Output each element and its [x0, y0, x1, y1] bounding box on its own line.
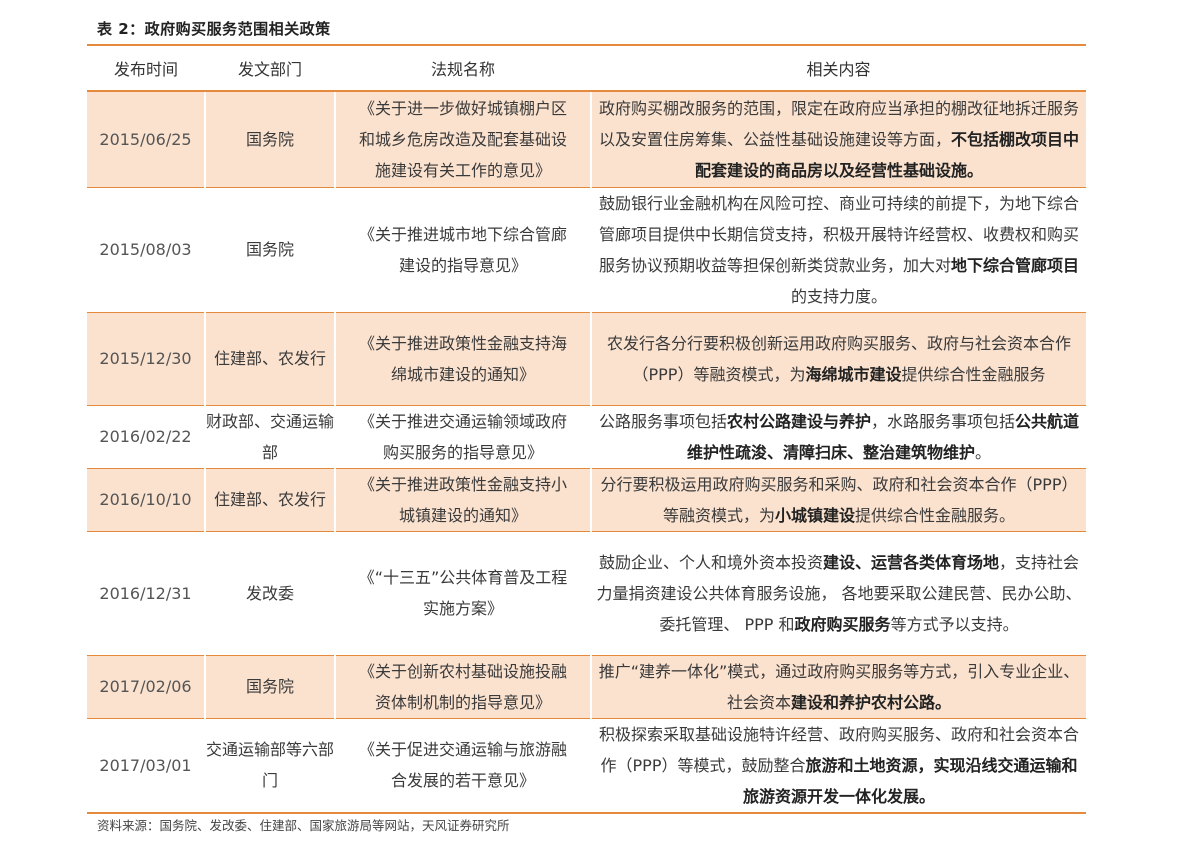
header-date: 发布时间 [87, 46, 205, 92]
emphasized-text: 地下综合管廊项目 [951, 255, 1080, 275]
issuing-department-cell: 住建部、农发行 [204, 312, 335, 406]
table-caption: 表 2：政府购买服务范围相关政策 [97, 20, 331, 38]
related-content-cell: 鼓励银行业金融机构在风险可控、商业可持续的前提下，为地下综合管廊项目提供中长期信… [590, 187, 1086, 313]
emphasized-text: 旅游和土地资源，实现沿线交通运输和旅游资源开发一体化发展。 [742, 755, 1078, 806]
emphasized-text: 海绵城市建设 [805, 364, 902, 384]
content-text: 提供综合性金融服务 [901, 364, 1046, 384]
related-content-cell: 政府购买棚改服务的范围，限定在政府应当承担的棚改征地拆迁服务以及安置住房筹集、公… [590, 91, 1086, 188]
content-text: 的支持力度。 [790, 286, 887, 306]
content-text: 推广“建养一体化”模式，通过政府购买服务等方式，引入专业企业、社会资本 [598, 661, 1080, 712]
emphasized-text: 政府购买服务 [794, 614, 891, 634]
header-content: 相关内容 [591, 46, 1086, 92]
emphasized-text: 不包括棚改项目中配套建设的商品房以及经营性基础设施。 [694, 129, 1080, 180]
content-text: 。 [975, 442, 992, 462]
content-text: 分行要积极运用政府购买服务和采购、政府和社会资本合作（PPP）等融资模式，为 [600, 474, 1078, 525]
regulation-name-cell: 《关于创新农村基础设施投融资体制机制的指导意见》 [334, 655, 591, 719]
issuing-department-cell: 国务院 [204, 187, 335, 313]
related-content-cell: 农发行各分行要积极创新运用政府购买服务、政府与社会资本合作（PPP）等融资模式，… [590, 312, 1086, 406]
source-note: 资料来源：国务院、发改委、住建部、国家旅游局等网站，天风证券研究所 [97, 818, 510, 833]
related-content-cell: 公路服务事项包括农村公路建设与养护，水路服务事项包括公共航道维护性疏浚、清障扫床… [590, 405, 1086, 469]
content-text: ，支持社会力量捐资建设公共体育服务设施， 各地要采取公建民营、民办公助、委托管理… [596, 552, 1082, 634]
content-text: 提供综合性金融服务。 [855, 505, 1016, 525]
publish-date-cell: 2016/12/31 [87, 531, 205, 656]
emphasized-text: 农村公路建设与养护 [726, 411, 871, 431]
content-text: ，水路服务事项包括 [871, 411, 1016, 431]
header-law: 法规名称 [335, 46, 591, 92]
issuing-department-cell: 国务院 [204, 655, 335, 719]
regulation-name-cell: 《关于推进政策性金融支持小城镇建设的通知》 [334, 468, 591, 532]
emphasized-text: 建设、运营各类体育场地 [822, 552, 999, 572]
related-content-cell: 推广“建养一体化”模式，通过政府购买服务等方式，引入专业企业、社会资本建设和养护… [590, 655, 1086, 719]
related-content-cell: 鼓励企业、个人和境外资本投资建设、运营各类体育场地，支持社会力量捐资建设公共体育… [590, 531, 1086, 656]
issuing-department-cell: 财政部、交通运输部 [204, 405, 335, 469]
content-text: 鼓励银行业金融机构在风险可控、商业可持续的前提下，为地下综合管廊项目提供中长期信… [598, 193, 1079, 275]
emphasized-text: 建设和养护农村公路。 [791, 692, 952, 712]
publish-date-cell: 2015/08/03 [87, 187, 205, 313]
regulation-name-cell: 《关于推进政策性金融支持海绵城市建设的通知》 [334, 312, 591, 406]
emphasized-text: 公共航道维护性疏浚、清障扫床、整治建筑物维护 [686, 411, 1080, 462]
regulation-name-cell: 《关于推进交通运输领域政府购买服务的指导意见》 [334, 405, 591, 469]
content-text: 等方式予以支持。 [890, 614, 1019, 634]
related-content-cell: 积极探索采取基础设施特许经营、政府购买服务、政府和社会资本合作（PPP）等模式，… [590, 718, 1086, 814]
content-text: 政府购买棚改服务的范围，限定在政府应当承担的棚改征地拆迁服务以及安置住房筹集、公… [598, 98, 1079, 149]
content-text: 鼓励企业、个人和境外资本投资 [598, 552, 823, 572]
header-dept: 发文部门 [205, 46, 335, 92]
regulation-name-cell: 《关于推进城市地下综合管廊建设的指导意见》 [334, 187, 591, 313]
issuing-department-cell: 发改委 [204, 531, 335, 656]
regulation-name-cell: 《“十三五”公共体育普及工程实施方案》 [334, 531, 591, 656]
issuing-department-cell: 交通运输部等六部门 [204, 718, 335, 814]
regulation-name-cell: 《关于促进交通运输与旅游融合发展的若干意见》 [334, 718, 591, 814]
publish-date-cell: 2015/06/25 [87, 91, 205, 188]
emphasized-text: 小城镇建设 [774, 505, 855, 525]
content-text: 公路服务事项包括 [598, 411, 727, 431]
header-row: 发布时间 发文部门 法规名称 相关内容 [87, 46, 1086, 92]
publish-date-cell: 2015/12/30 [87, 312, 205, 406]
table-top-rule [87, 44, 1086, 46]
issuing-department-cell: 住建部、农发行 [204, 468, 335, 532]
related-content-cell: 分行要积极运用政府购买服务和采购、政府和社会资本合作（PPP）等融资模式，为小城… [590, 468, 1086, 532]
regulation-name-cell: 《关于进一步做好城镇棚户区和城乡危房改造及配套基础设施建设有关工作的意见》 [334, 91, 591, 188]
publish-date-cell: 2016/02/22 [87, 405, 205, 469]
content-text: 农发行各分行要积极创新运用政府购买服务、政府与社会资本合作（PPP）等融资模式，… [606, 333, 1071, 384]
publish-date-cell: 2017/02/06 [87, 655, 205, 719]
content-text: 积极探索采取基础设施特许经营、政府购买服务、政府和社会资本合作（PPP）等模式，… [598, 724, 1079, 775]
publish-date-cell: 2016/10/10 [87, 468, 205, 532]
issuing-department-cell: 国务院 [204, 91, 335, 188]
publish-date-cell: 2017/03/01 [87, 718, 205, 814]
